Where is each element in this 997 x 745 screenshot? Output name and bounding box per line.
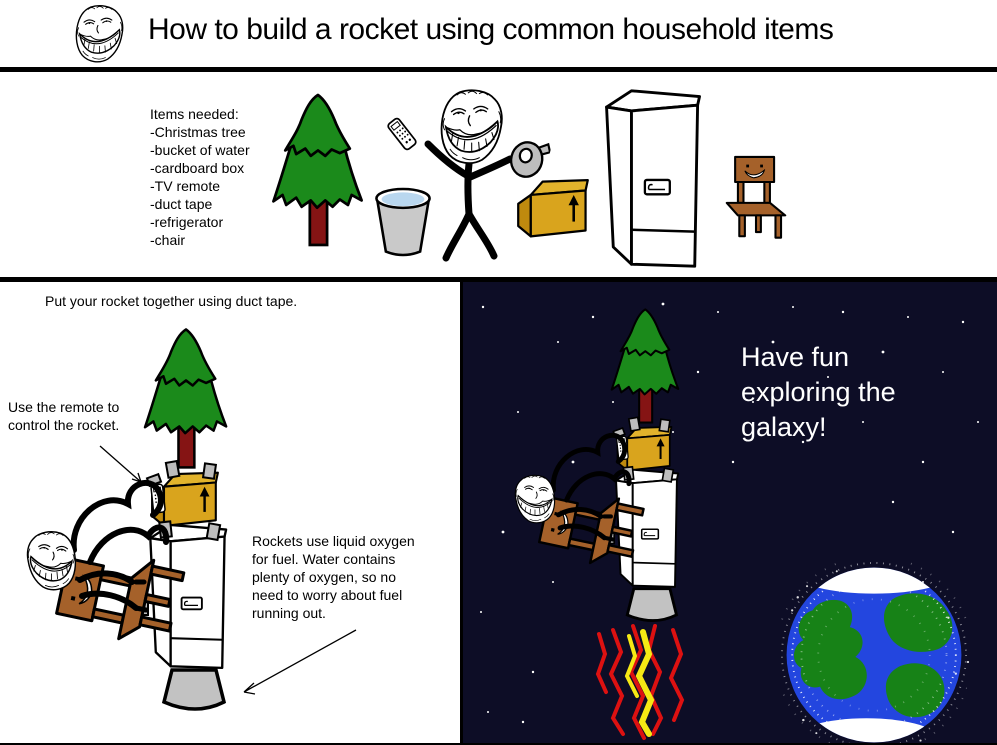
items-list-item: -Christmas tree [150,124,246,140]
assembly-panel: Put your rocket together using duct tape… [0,282,460,745]
items-list-item: -refrigerator [150,214,224,230]
items-list-item: -chair [150,232,186,248]
bucket-illustration [375,187,431,257]
rocket-flames [595,624,685,740]
page-title: How to build a rocket using common house… [148,13,834,46]
items-list-item: -bucket of water [150,142,250,158]
fuel-caption: Rockets use liquid oxygen for fuel. Wate… [252,533,415,621]
fuel-caption-arrow [243,629,357,695]
space-caption: Have fun exploring the galaxy! [741,342,896,442]
space-panel: Have fun exploring the galaxy! [460,282,997,743]
assembled-rocket [27,329,226,709]
divider-top [0,67,997,72]
caption-arrows [99,445,357,695]
trollface-icon [75,5,124,63]
refrigerator-illustration [605,89,701,268]
assembly-caption: Put your rocket together using duct tape… [45,293,298,309]
cardboard-box-illustration [516,178,590,238]
items-list: Items needed: -Christmas tree -bucket of… [150,105,250,249]
duct-tape-illustration [506,135,553,183]
items-list-heading: Items needed: [150,106,239,122]
title-bar: How to build a rocket using common house… [0,0,997,67]
items-list-item: -duct tape [150,196,213,212]
remote-caption: Use the remote to control the rocket. [8,399,120,433]
remote-caption-arrow [99,445,142,483]
tv-remote-illustration [385,116,419,152]
christmas-tree-illustration [272,93,364,247]
assembled-rocket-drawing [0,282,357,745]
stickman-trollface [440,89,503,165]
items-list-item: -cardboard box [150,160,245,176]
space-scene [463,282,997,743]
chair-illustration [725,155,787,239]
flame-yellow [624,629,655,737]
flame-red [595,624,685,740]
items-illustrations [272,89,787,268]
items-panel: Items needed: -Christmas tree -bucket of… [0,72,997,277]
items-list-item: -TV remote [150,178,221,194]
troll-stickman-illustration [385,89,553,262]
divider-middle [0,277,997,282]
